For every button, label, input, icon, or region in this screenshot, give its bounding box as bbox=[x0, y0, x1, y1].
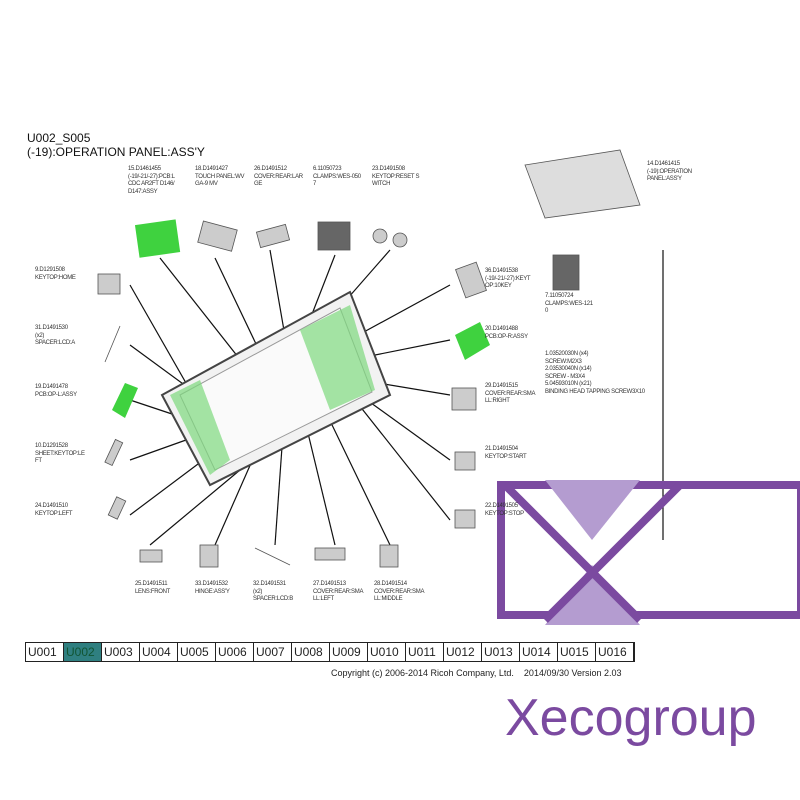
unit-tab-u001[interactable]: U001 bbox=[26, 643, 64, 661]
part-label-26[interactable]: 26.D1491512 COVER:REAR:LAR GE bbox=[254, 166, 303, 187]
unit-tab-u010[interactable]: U010 bbox=[368, 643, 406, 661]
part-label-29[interactable]: 29.D1491515 COVER:REAR:SMA LL:RIGHT bbox=[485, 383, 536, 404]
part-label-33[interactable]: 33.D1491532 HINGE:ASS'Y bbox=[195, 581, 230, 595]
unit-tab-u007[interactable]: U007 bbox=[254, 643, 292, 661]
part-thumbnails bbox=[97, 149, 641, 568]
unit-tab-u003[interactable]: U003 bbox=[102, 643, 140, 661]
part-label-10[interactable]: 10.D1291528 SHEET:KEYTOP:LE FT bbox=[35, 443, 85, 464]
part-label-14[interactable]: 14.D1461415 (-19):OPERATION PANEL:ASS'Y bbox=[647, 161, 692, 182]
unit-tab-u013[interactable]: U013 bbox=[482, 643, 520, 661]
unit-tab-u012[interactable]: U012 bbox=[444, 643, 482, 661]
copyright-text: Copyright (c) 2006-2014 Ricoh Company, L… bbox=[331, 668, 622, 678]
watermark-text: Xecogroup bbox=[505, 689, 757, 747]
pcb-parts bbox=[112, 219, 490, 418]
part-label-27[interactable]: 27.D1491513 COVER:REAR:SMA LL:LEFT bbox=[313, 581, 364, 602]
part-label-24[interactable]: 24.D1491510 KEYTOP:LEFT bbox=[35, 503, 73, 517]
watermark-logo bbox=[497, 480, 800, 625]
part-label-23[interactable]: 23.D1491508 KEYTOP:RESET S WITCH bbox=[372, 166, 420, 187]
part-label-7[interactable]: 7.11050724 CLAMPS:WES-121 0 bbox=[545, 293, 593, 314]
unit-tab-u005[interactable]: U005 bbox=[178, 643, 216, 661]
part-label-22[interactable]: 22.D1491505 KEYTOP:STOP bbox=[485, 503, 524, 517]
unit-tab-u008[interactable]: U008 bbox=[292, 643, 330, 661]
unit-tab-u002-selected[interactable]: U002 bbox=[64, 643, 102, 661]
unit-tab-u015[interactable]: U015 bbox=[558, 643, 596, 661]
part-label-18[interactable]: 18.D1491427 TOUCH PANEL:WV GA-9 MV bbox=[195, 166, 245, 187]
screw-list: 1.03520030N (x4) SCREW:M2X3 2.03530040N … bbox=[545, 351, 645, 395]
part-label-9[interactable]: 9.D1291508 KEYTOP:HOME bbox=[35, 267, 76, 281]
section-code: U002_S005 bbox=[27, 131, 91, 145]
unit-tab-u011[interactable]: U011 bbox=[406, 643, 444, 661]
part-label-20[interactable]: 20.D1491488 PCB:OP-R:ASSY bbox=[485, 326, 528, 340]
unit-tab-u004[interactable]: U004 bbox=[140, 643, 178, 661]
part-label-15[interactable]: 15.D1461455 (-19/-21/-27):PCB:L CDC AR2F… bbox=[128, 166, 175, 195]
part-label-25[interactable]: 25.D1491511 LENS:FRONT bbox=[135, 581, 171, 595]
part-label-32[interactable]: 32.D1491531 (x2) SPACER:LCD:B bbox=[253, 581, 293, 602]
part-label-6[interactable]: 6.11050723 CLAMPS:WES-050 7 bbox=[313, 166, 361, 187]
unit-tab-u006[interactable]: U006 bbox=[216, 643, 254, 661]
part-label-21[interactable]: 21.D1491504 KEYTOP:START bbox=[485, 446, 527, 460]
part-label-19[interactable]: 19.D1491478 PCB:OP-L:ASSY bbox=[35, 384, 77, 398]
main-panel-assembly bbox=[160, 290, 392, 487]
unit-tab-u016[interactable]: U016 bbox=[596, 643, 634, 661]
unit-tab-u009[interactable]: U009 bbox=[330, 643, 368, 661]
unit-tab-u014[interactable]: U014 bbox=[520, 643, 558, 661]
unit-navigation: U001 U002 U003 U004 U005 U006 U007 U008 … bbox=[25, 642, 635, 662]
page-title: (-19):OPERATION PANEL:ASS'Y bbox=[27, 145, 205, 159]
part-label-31[interactable]: 31.D1491530 (x2) SPACER:LCD:A bbox=[35, 325, 75, 346]
part-label-36[interactable]: 36.D1491538 (-19/-21/-27):KEYT OP:10KEY bbox=[485, 268, 531, 289]
part-label-28[interactable]: 28.D1491514 COVER:REAR:SMA LL:MIDDLE bbox=[374, 581, 425, 602]
